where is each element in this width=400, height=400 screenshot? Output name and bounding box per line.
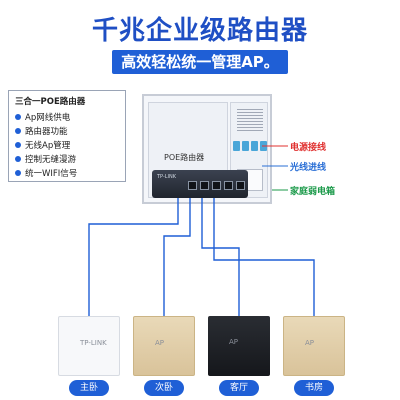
ap-mark: AP — [305, 339, 315, 347]
feature-item: 统一WIFI信号 — [15, 166, 119, 180]
bullet-icon — [15, 142, 21, 148]
panel-ap-master-bedroom: TP-LINK — [58, 316, 120, 376]
poe-router-label: POE路由器 — [164, 153, 205, 162]
bullet-icon — [15, 128, 21, 134]
jack — [251, 141, 258, 151]
feature-item: 路由器功能 — [15, 124, 119, 138]
jack — [242, 141, 249, 151]
ethernet-port — [188, 181, 197, 190]
features-heading: 三合一POE路由器 — [15, 97, 86, 107]
ethernet-port — [236, 181, 245, 190]
ap-mark: TP-LINK — [80, 339, 107, 347]
panel-ap-living-room: AP — [208, 316, 270, 376]
box-side-panel — [230, 102, 268, 198]
callout-fiber: 光线进线 — [290, 163, 327, 173]
ethernet-port — [212, 181, 221, 190]
subtitle-banner: 高效轻松统一管理AP。 — [112, 50, 288, 74]
bullet-icon — [15, 114, 21, 120]
feature-item: 控制无缝漫游 — [15, 152, 119, 166]
panel-ap-second-bedroom: AP — [133, 316, 195, 376]
cable-study — [213, 196, 315, 316]
ethernet-port — [200, 181, 209, 190]
poe-router: TP-LINK — [152, 170, 248, 198]
room-tag-master-bedroom: 主卧 — [69, 380, 109, 396]
feature-item: 无线Ap管理 — [15, 138, 119, 152]
features-panel: 三合一POE路由器 Ap网线供电 路由器功能 无线Ap管理 控制无缝漫游 统一W… — [8, 90, 126, 182]
room-tag-living-room: 客厅 — [219, 380, 259, 396]
bullet-icon — [15, 156, 21, 162]
router-brand: TP-LINK — [157, 174, 177, 180]
cable-second-bedroom — [163, 196, 191, 316]
feature-item: Ap网线供电 — [15, 110, 119, 124]
page-title: 千兆企业级路由器 — [91, 16, 308, 46]
ap-mark: AP — [229, 338, 239, 346]
router-ports — [188, 181, 245, 190]
bullet-icon — [15, 170, 21, 176]
callout-home-box: 家庭弱电箱 — [290, 187, 336, 197]
jack — [233, 141, 240, 151]
ethernet-port — [224, 181, 233, 190]
callout-power: 电源接线 — [290, 143, 327, 153]
vent-grille — [237, 109, 263, 131]
ap-mark: AP — [155, 339, 165, 347]
room-tag-second-bedroom: 次卧 — [144, 380, 184, 396]
panel-ap-study: AP — [283, 316, 345, 376]
cable-master-bedroom — [88, 196, 179, 316]
room-tag-study: 书房 — [294, 380, 334, 396]
cable-living-room — [201, 196, 240, 316]
